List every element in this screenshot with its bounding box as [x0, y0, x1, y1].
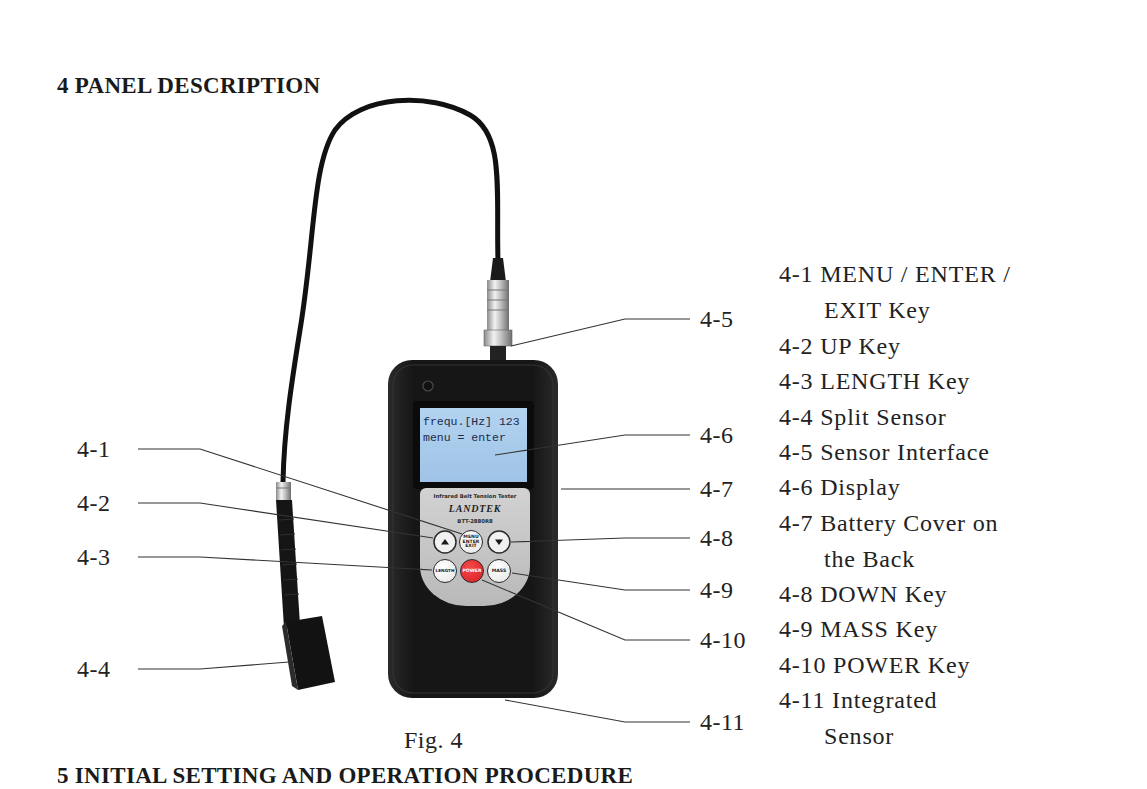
power-key: POWER	[460, 559, 484, 583]
callout-number: 4-3	[77, 545, 111, 569]
menu-enter-exit-key: MENU ENTER EXIT	[459, 530, 483, 554]
part-list-item: 4-2 UP Key	[779, 329, 901, 365]
part-list-item: 4-3 LENGTH Key	[779, 364, 970, 400]
brand-logo: LANDTEK	[420, 503, 530, 515]
leader-line	[138, 503, 433, 538]
sensor-interface-connector	[484, 258, 512, 360]
callout-number: 4-8	[700, 526, 734, 550]
leader-line	[138, 662, 289, 669]
key-label: POWER	[462, 569, 481, 574]
leader-line	[511, 538, 530, 542]
display-reading: frequ.[Hz] 123	[423, 414, 520, 429]
figure-caption: Fig. 4	[404, 727, 463, 753]
length-key: LENGTH	[433, 559, 457, 583]
callout-number: 4-9	[700, 578, 734, 602]
leader-line	[420, 449, 462, 482]
section-heading: 5 INITIAL SETTING AND OPERATION PROCEDUR…	[57, 763, 633, 789]
model-number: BTT-2880R8	[420, 518, 530, 525]
arrow-symbol	[441, 539, 449, 545]
split-sensor	[276, 482, 335, 690]
callout-number: 4-7	[700, 477, 734, 501]
part-list-item: 4-9 MASS Key	[779, 612, 938, 648]
part-list-item: 4-11 Integrated Sensor	[779, 683, 979, 754]
part-list-item: 4-1 MENU / ENTER / EXIT Key	[779, 257, 1034, 328]
tester-body	[388, 360, 558, 698]
up-key	[434, 531, 456, 553]
key-label: MASS	[492, 569, 507, 574]
leader-line	[512, 573, 690, 590]
key-label: LENGTH	[435, 569, 454, 573]
leader-line	[505, 700, 690, 722]
part-list-item: 4-6 Display	[779, 470, 900, 506]
mass-key: MASS	[487, 559, 511, 583]
part-list-item: 4-5 Sensor Interface	[779, 435, 990, 471]
part-list-item: 4-8 DOWN Key	[779, 577, 947, 613]
leader-line	[420, 503, 433, 538]
keypad-panel: Infrared Belt Tension TesterLANDTEK BTT-2…	[420, 488, 530, 606]
leader-line	[511, 319, 690, 346]
product-name: Infrared Belt Tension Tester	[420, 493, 530, 500]
down-key	[488, 531, 510, 553]
arrow-symbol	[495, 540, 503, 546]
part-list-item: 4-4 Split Sensor	[779, 400, 946, 436]
callout-number: 4-10	[700, 628, 746, 652]
display-prompt: menu = enter	[423, 430, 506, 445]
leader-line	[512, 573, 530, 590]
section-heading: 4 PANEL DESCRIPTION	[57, 73, 320, 99]
leader-line	[561, 488, 690, 489]
leader-line	[420, 557, 432, 570]
part-list-item: 4-10 POWER Key	[779, 648, 970, 684]
part-list-item: 4-7 Battery Cover on the Back	[779, 506, 1034, 577]
callout-number: 4-4	[77, 657, 111, 681]
leader-line	[138, 557, 432, 570]
key-label: MENU ENTER EXIT	[462, 535, 480, 549]
callout-number: 4-6	[700, 423, 734, 447]
callout-number: 4-2	[77, 491, 111, 515]
leader-line	[138, 449, 462, 534]
leader-line	[511, 538, 690, 542]
lcd-display: frequ.[Hz] 123menu = enter	[420, 408, 527, 482]
callout-number: 4-11	[700, 710, 745, 734]
callout-number: 4-1	[77, 437, 111, 461]
leader-line	[482, 580, 530, 606]
callout-number: 4-5	[700, 307, 734, 331]
